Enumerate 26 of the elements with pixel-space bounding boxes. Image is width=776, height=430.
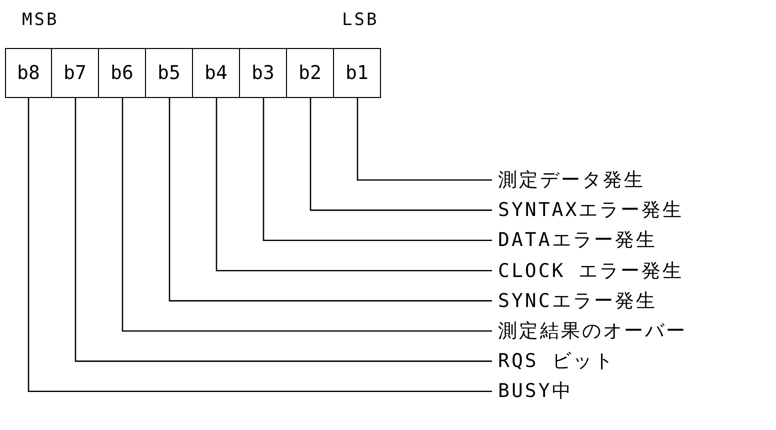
bit-description: 測定データ発生 [492, 167, 645, 193]
bit-cell: b8 [5, 48, 52, 98]
leader-line [310, 98, 492, 211]
bit-description: SYNTAXエラー発生 [492, 197, 684, 224]
msb-label: MSB [22, 10, 59, 30]
bit-cell: b1 [334, 48, 381, 98]
bit-cell: b6 [99, 48, 146, 98]
bit-description: BUSY中 [492, 378, 573, 404]
bit-description: DATAエラー発生 [492, 227, 657, 254]
leader-line [28, 98, 492, 392]
leader-line [122, 98, 492, 332]
leader-line [74, 98, 492, 362]
bit-cell: b7 [52, 48, 99, 98]
leader-line [262, 98, 492, 242]
bit-cell: b2 [287, 48, 334, 98]
bit-description: 測定結果のオーバー [492, 318, 687, 344]
bit-cell: b5 [146, 48, 193, 98]
bit-cell: b4 [193, 48, 240, 98]
bit-description: SYNCエラー発生 [492, 288, 657, 314]
leader-line [168, 98, 492, 302]
bit-cell: b3 [240, 48, 287, 98]
bit-description: RQS ビット [492, 348, 615, 374]
bit-description: CLOCK エラー発生 [492, 258, 684, 284]
lsb-label: LSB [342, 10, 379, 30]
leader-line [216, 98, 492, 272]
leader-line [356, 98, 492, 181]
